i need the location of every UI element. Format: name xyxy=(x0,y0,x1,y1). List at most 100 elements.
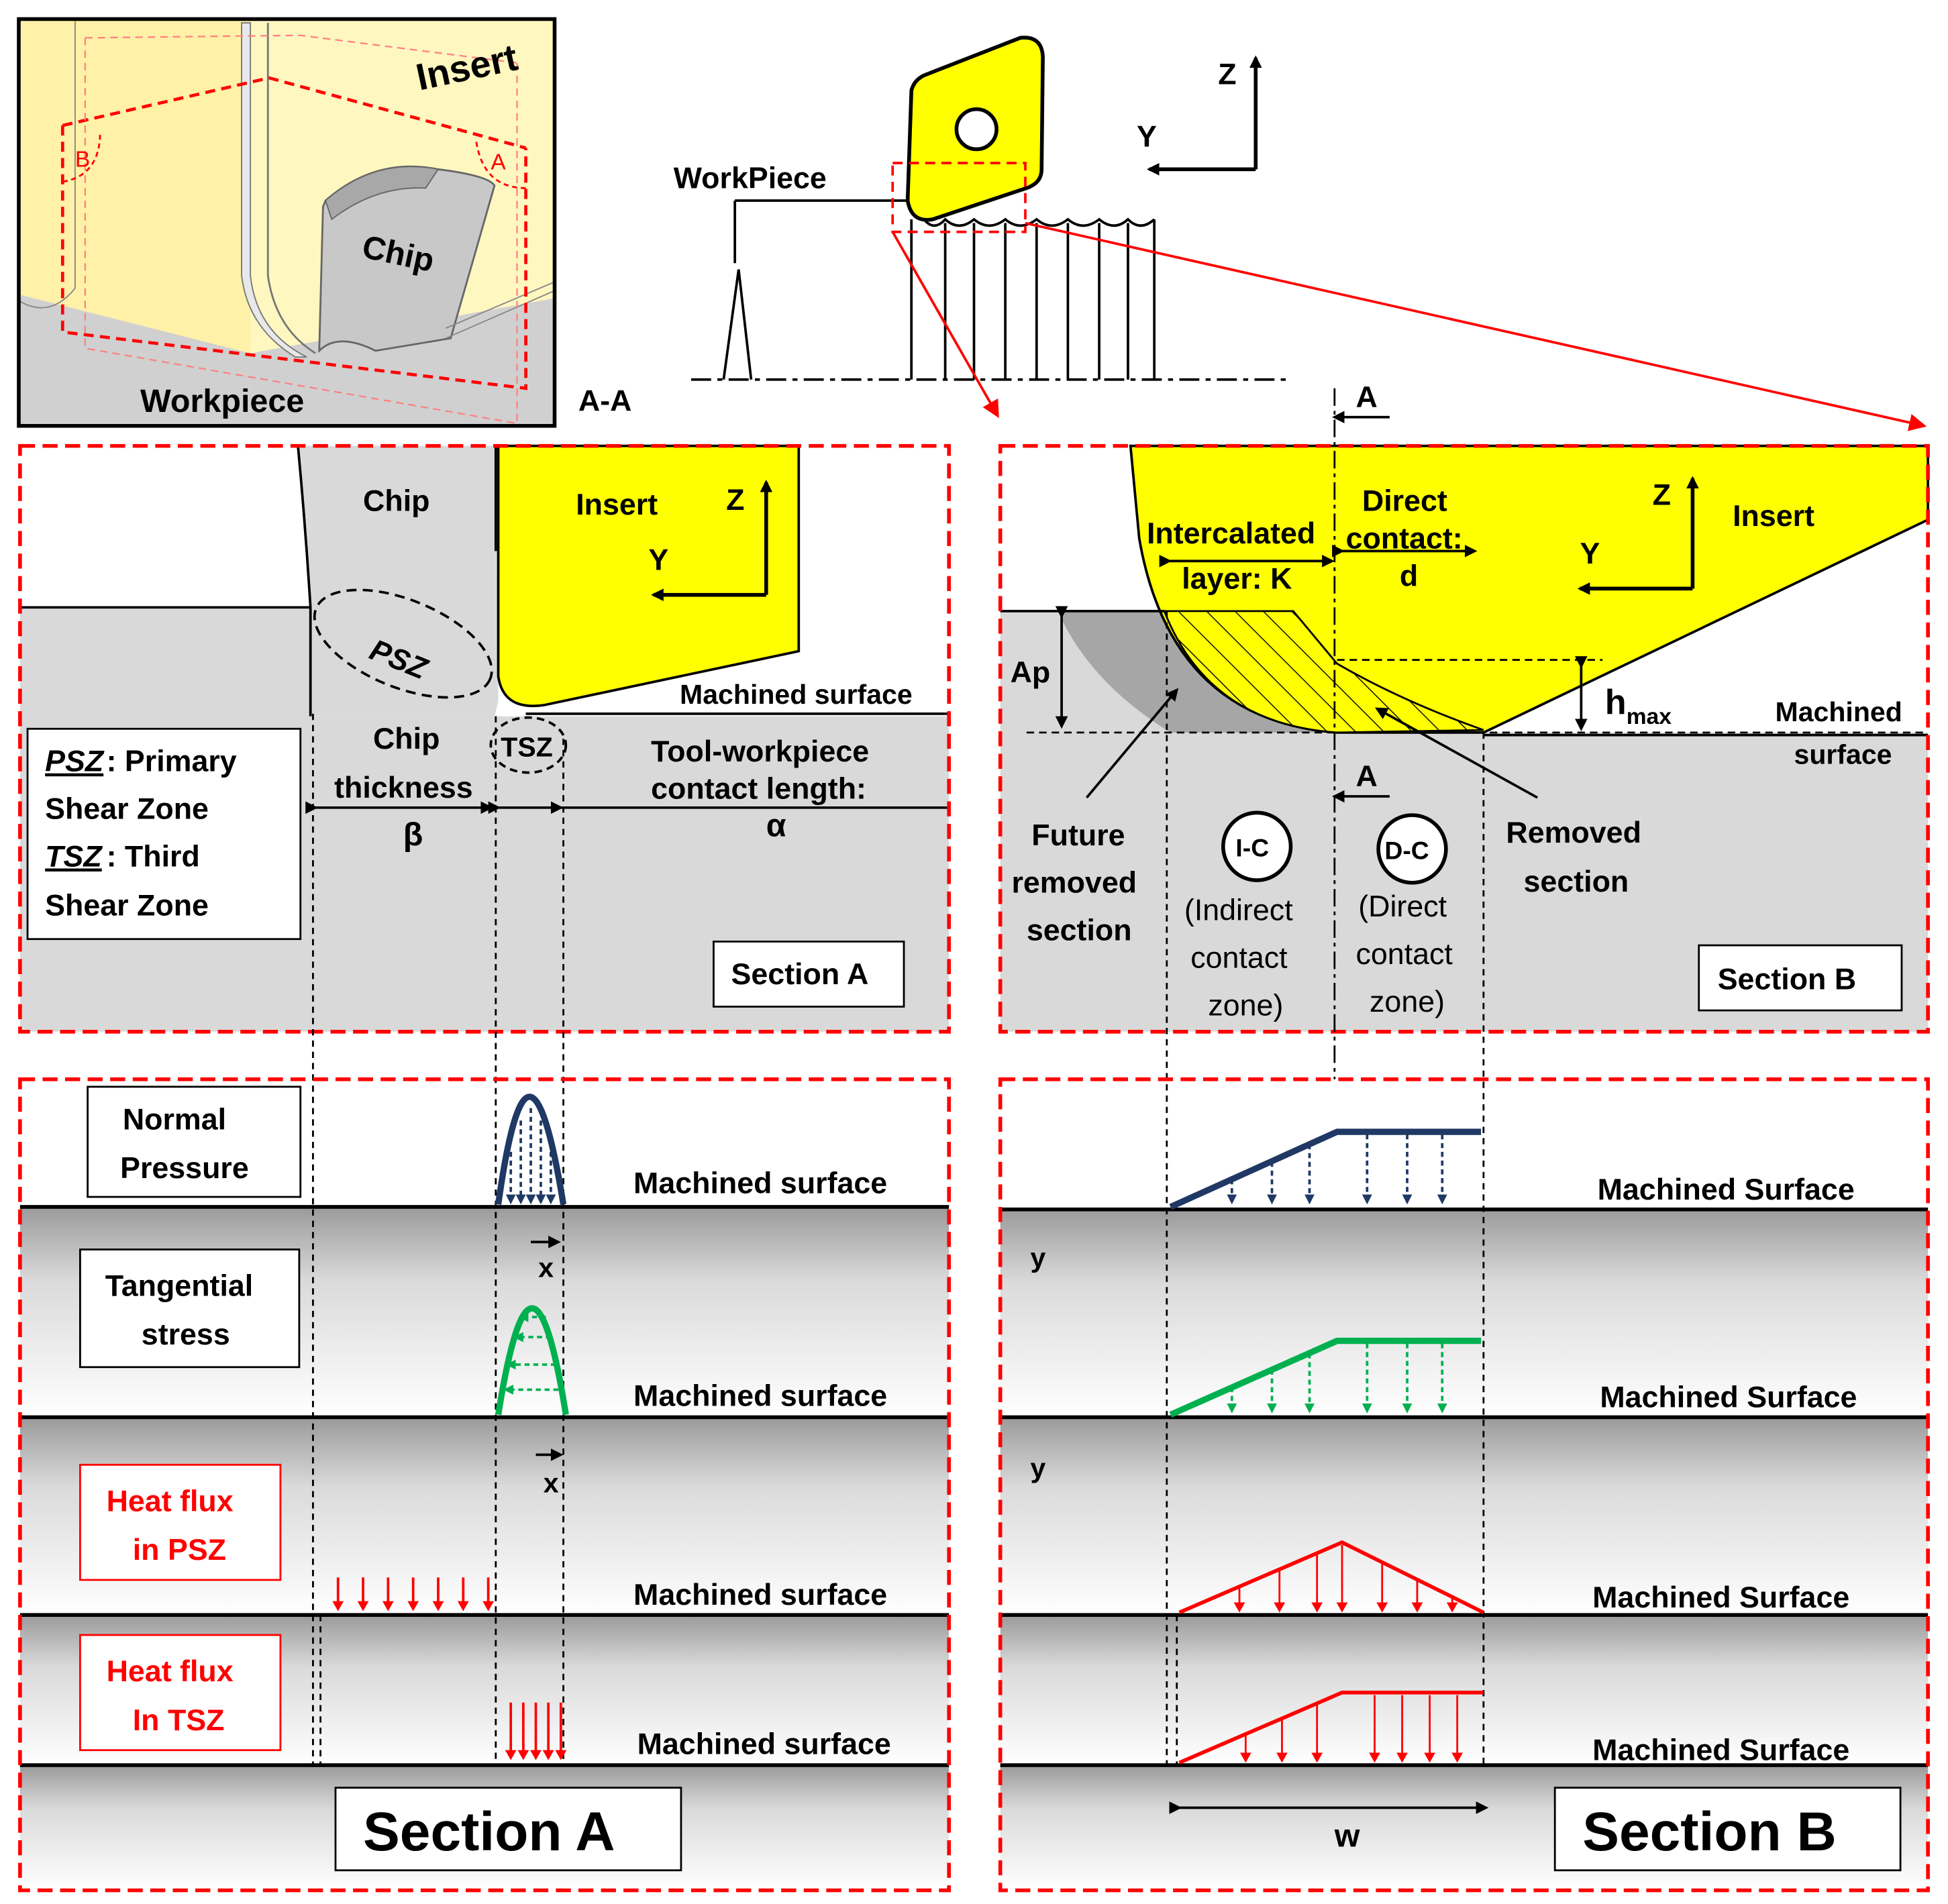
intercalated-line2: layer: K xyxy=(1182,562,1292,595)
aa-label: A-A xyxy=(578,384,632,417)
future-line1: Future xyxy=(1031,818,1125,852)
loads-a-surface-label-2: Machined surface xyxy=(633,1379,887,1413)
cut-label-mid: A xyxy=(1356,759,1378,793)
workpiece-discs xyxy=(943,219,1156,380)
heat-psz-b-profile xyxy=(1178,1540,1485,1615)
legend-tsz-abbr: TSZ xyxy=(45,839,103,873)
ic-desc-line1: (Indirect xyxy=(1184,894,1293,927)
section-a-chip xyxy=(298,445,499,717)
top-axis-y: Y xyxy=(1137,120,1157,154)
section-a-box-label: Section A xyxy=(731,957,869,991)
loads-b-surface-label-2: Machined Surface xyxy=(1600,1380,1857,1414)
zone-legend-box: PSZ : Primary Shear Zone TSZ : Third She… xyxy=(26,727,302,941)
section-b-machined-line1: Machined xyxy=(1776,696,1902,727)
tsz-label: TSZ xyxy=(501,731,553,762)
dc-desc-line2: contact xyxy=(1356,937,1453,971)
y-label-1: y xyxy=(1030,1242,1045,1273)
ic-desc-line2: contact xyxy=(1190,941,1288,975)
y-label-2: y xyxy=(1030,1452,1045,1483)
normal-pressure-arrows xyxy=(505,1108,556,1205)
inset-label-b: B xyxy=(75,148,90,172)
section-b-machined-line2: surface xyxy=(1794,739,1892,770)
cut-label-top: A xyxy=(1356,380,1378,414)
section-a-machined-label: Machined surface xyxy=(680,679,913,710)
direct-line3: d xyxy=(1400,560,1418,593)
normal-label-1: Normal xyxy=(123,1102,226,1136)
top-workpiece-label: WorkPiece xyxy=(674,161,827,195)
alpha-symbol: α xyxy=(766,808,786,844)
section-a-panel: PSZ TSZ Chip Insert Z Y Machined surface… xyxy=(18,443,951,1034)
tangential-stress-arrows xyxy=(503,1312,559,1395)
future-line3: section xyxy=(1027,914,1132,947)
legend-tsz-line2: Shear Zone xyxy=(45,888,209,922)
normal-label-2: Pressure xyxy=(120,1151,249,1185)
insert-hole xyxy=(954,107,998,152)
loads-a-surface-label-4: Machined surface xyxy=(637,1727,891,1760)
heat-tsz-label-2: In TSZ xyxy=(133,1703,225,1737)
chip-thickness-line1: Chip xyxy=(373,722,440,755)
dc-circle xyxy=(1376,813,1448,885)
ic-label: I-C xyxy=(1235,834,1269,862)
heat-psz-label-2: in PSZ xyxy=(133,1533,226,1567)
heat-flux-psz-arrows xyxy=(332,1577,495,1611)
normal-pressure-curve xyxy=(495,1094,567,1205)
legend-psz-abbr: PSZ xyxy=(45,745,105,778)
w-label: w xyxy=(1334,1817,1360,1854)
heat-tsz-label-1: Heat flux xyxy=(107,1654,234,1688)
loads-b-surface-label-1: Machined Surface xyxy=(1598,1173,1855,1206)
tangential-b-profile xyxy=(1169,1337,1482,1418)
inset-workpiece-label: Workpiece xyxy=(140,383,304,419)
section-a-insert xyxy=(497,444,801,708)
legend-psz-text: : Primary xyxy=(107,745,237,778)
loads-a-section-label: Section A xyxy=(363,1801,615,1862)
ic-circle xyxy=(1221,810,1293,882)
removed-line2: section xyxy=(1524,865,1629,898)
inset-3d-view: B A Insert Chip Workpiece xyxy=(17,17,557,428)
loads-b-section-label: Section B xyxy=(1582,1801,1837,1862)
section-b-box-label: Section B xyxy=(1718,962,1856,996)
psz-ellipse xyxy=(313,588,493,699)
normal-pressure-b-profile xyxy=(1169,1128,1482,1210)
tangential-label-2: stress xyxy=(142,1318,230,1351)
zoom-box xyxy=(891,162,1027,233)
dc-desc-line1: (Direct xyxy=(1358,890,1447,923)
loads-a-surface-label-1: Machined surface xyxy=(633,1166,887,1200)
heat-tsz-b-profile xyxy=(1178,1691,1484,1764)
section-b-axis-y: Y xyxy=(1580,537,1600,570)
section-b-axis-z: Z xyxy=(1653,478,1671,511)
intercalated-line1: Intercalated xyxy=(1147,517,1315,550)
loads-b-surface-label-4: Machined Surface xyxy=(1592,1734,1849,1767)
section-a-chip-label: Chip xyxy=(363,484,429,518)
chip-thickness-line2: thickness xyxy=(334,771,473,804)
section-b-panel: Ap hmax Intercalated layer: K Direct con… xyxy=(998,443,1930,1034)
tsz-ellipse xyxy=(489,716,568,774)
section-b-insert-label: Insert xyxy=(1733,499,1814,533)
loads-b-surface-label-3: Machined Surface xyxy=(1592,1581,1849,1614)
legend-tsz-text: : Third xyxy=(107,839,200,873)
section-a-insert-label: Insert xyxy=(576,488,658,521)
top-schematic: WorkPiece Z Y A-A xyxy=(578,36,1927,431)
dc-desc-line3: zone) xyxy=(1370,985,1445,1018)
future-line2: removed xyxy=(1011,866,1137,900)
tangential-label-1: Tangential xyxy=(105,1269,254,1302)
ap-label: Ap xyxy=(1011,655,1051,689)
legend-psz-line2: Shear Zone xyxy=(45,792,209,826)
ic-desc-line3: zone) xyxy=(1208,989,1283,1022)
top-axis-z: Z xyxy=(1218,57,1236,91)
x-label-1: x xyxy=(538,1252,554,1283)
direct-line1: Direct xyxy=(1362,484,1447,518)
loads-a-panel: x x Normal xyxy=(18,713,951,1893)
section-a-axis-z: Z xyxy=(726,483,744,517)
x-label-2: x xyxy=(544,1467,559,1498)
inset-label-a: A xyxy=(491,150,506,174)
beta-symbol: β xyxy=(403,816,423,853)
direct-line2: contact: xyxy=(1346,522,1463,556)
hmax-label: hmax xyxy=(1605,683,1672,729)
loads-a-surface-label-3: Machined surface xyxy=(633,1578,887,1611)
dc-label: D-C xyxy=(1384,836,1429,864)
loads-b-panel: y y Machined Surface Machined Surface Ma… xyxy=(998,611,1930,1893)
intercalated-layer xyxy=(1163,610,1484,734)
contact-length-line2: contact length: xyxy=(651,772,866,806)
